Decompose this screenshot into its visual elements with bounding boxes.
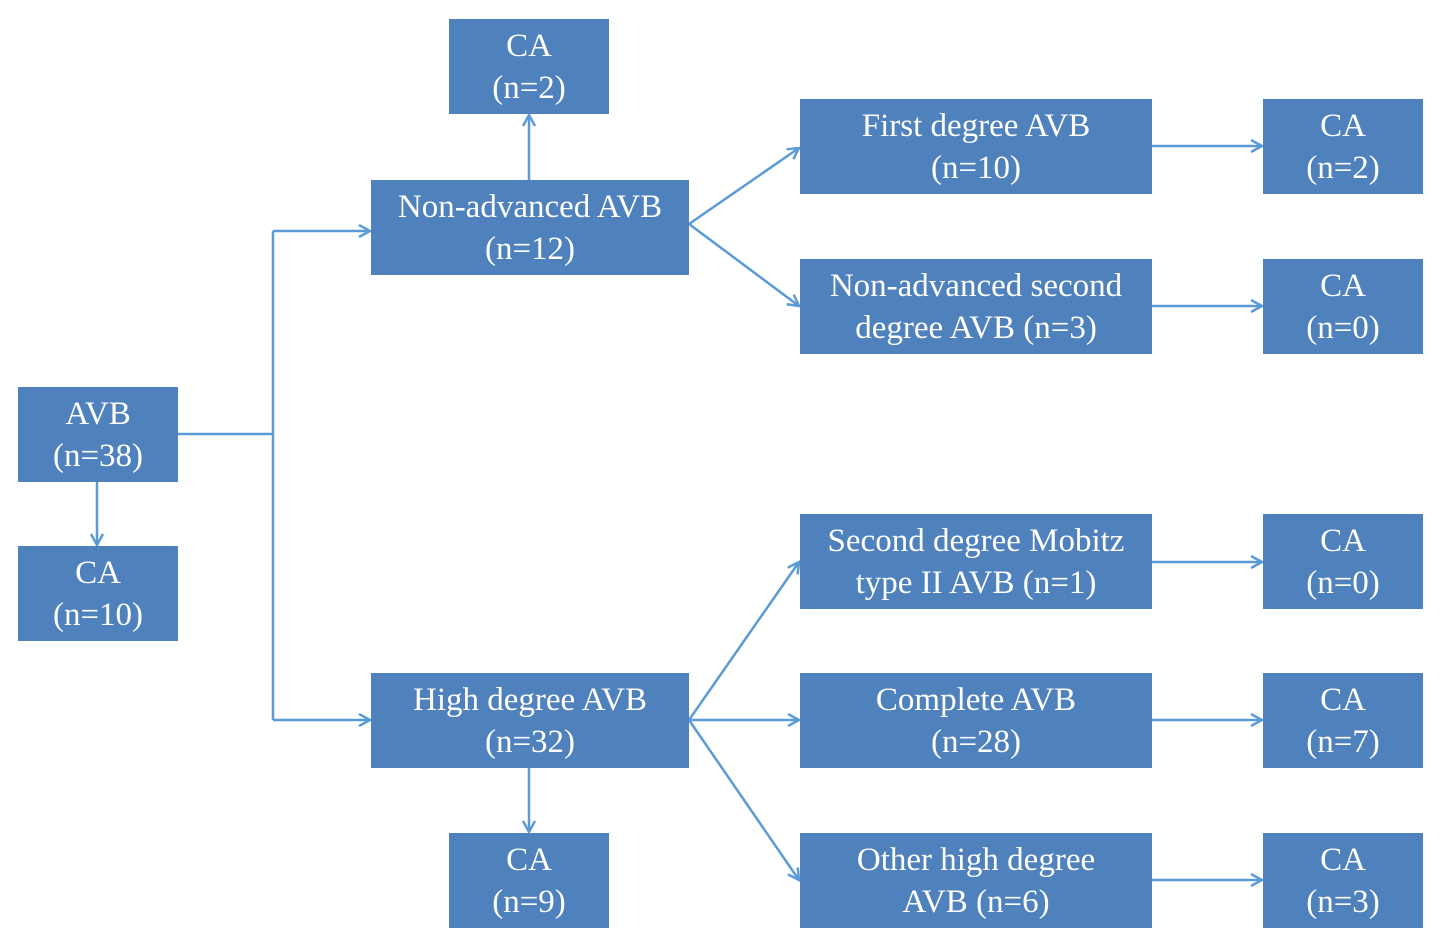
node-ca-first-degree: CA (n=2) (1263, 99, 1423, 194)
arrow-high-to-mobitz (687, 562, 799, 721)
arrow-non-advanced-to-second (688, 222, 799, 306)
node-non-advanced-second-degree-avb: Non-advanced second degree AVB (n=3) (800, 259, 1152, 354)
node-complete-line2: (n=28) (930, 723, 1022, 760)
node-ca-complete: CA (n=7) (1263, 673, 1423, 768)
node-ca-non-advanced-line2: (n=2) (492, 69, 566, 106)
node-mobitz-type-ii-avb: Second degree Mobitz type II AVB (n=1) (800, 514, 1152, 609)
arrow-non-advanced-to-first (688, 148, 799, 226)
node-ca-non-advanced-second-line2: (n=0) (1306, 309, 1380, 346)
node-other-high-degree-avb: Other high degree AVB (n=6) (800, 833, 1152, 928)
node-non-advanced-line1: Non-advanced AVB (397, 188, 663, 225)
node-non-advanced-second-line1: Non-advanced second (829, 267, 1123, 304)
node-high-degree-avb: High degree AVB (n=32) (371, 673, 689, 768)
node-mobitz-line2: type II AVB (n=1) (855, 564, 1097, 601)
node-ca-mobitz-line1: CA (1320, 522, 1366, 559)
node-ca-non-advanced-second-line1: CA (1320, 267, 1366, 304)
node-complete-line1: Complete AVB (875, 681, 1077, 718)
node-ca-other-high-line1: CA (1320, 841, 1366, 878)
node-non-advanced-second-line2: degree AVB (n=3) (855, 309, 1097, 346)
node-ca-other-high: CA (n=3) (1263, 833, 1423, 928)
node-ca-root: CA (n=10) (18, 546, 178, 641)
node-first-degree-line1: First degree AVB (861, 107, 1091, 144)
node-ca-root-line2: (n=10) (52, 596, 144, 633)
node-ca-other-high-line2: (n=3) (1306, 883, 1380, 920)
node-ca-non-advanced-second: CA (n=0) (1263, 259, 1423, 354)
node-ca-non-advanced: CA (n=2) (449, 19, 609, 114)
node-ca-complete-line1: CA (1320, 681, 1366, 718)
node-ca-high-degree-line2: (n=9) (492, 883, 566, 920)
node-non-advanced-line2: (n=12) (484, 230, 576, 267)
node-first-degree-avb: First degree AVB (n=10) (800, 99, 1152, 194)
node-avb-line1: AVB (65, 395, 131, 432)
node-ca-high-degree: CA (n=9) (449, 833, 609, 928)
node-avb-line2: (n=38) (52, 437, 144, 474)
node-mobitz-line1: Second degree Mobitz (827, 522, 1125, 559)
node-ca-root-line1: CA (75, 554, 121, 591)
node-other-high-line1: Other high degree (856, 841, 1096, 878)
node-ca-mobitz-line2: (n=0) (1306, 564, 1380, 601)
node-ca-first-degree-line1: CA (1320, 107, 1366, 144)
node-ca-high-degree-line1: CA (506, 841, 552, 878)
node-first-degree-line2: (n=10) (930, 149, 1022, 186)
node-non-advanced-avb: Non-advanced AVB (n=12) (371, 180, 689, 275)
node-high-degree-line1: High degree AVB (412, 681, 648, 718)
node-complete-avb: Complete AVB (n=28) (800, 673, 1152, 768)
node-ca-mobitz: CA (n=0) (1263, 514, 1423, 609)
node-ca-non-advanced-line1: CA (506, 27, 552, 64)
node-other-high-line2: AVB (n=6) (902, 883, 1050, 920)
node-ca-complete-line2: (n=7) (1306, 723, 1380, 760)
node-high-degree-line2: (n=32) (484, 723, 576, 760)
arrow-high-to-other (687, 719, 799, 880)
node-ca-first-degree-line2: (n=2) (1306, 149, 1380, 186)
node-avb: AVB (n=38) (18, 387, 178, 482)
